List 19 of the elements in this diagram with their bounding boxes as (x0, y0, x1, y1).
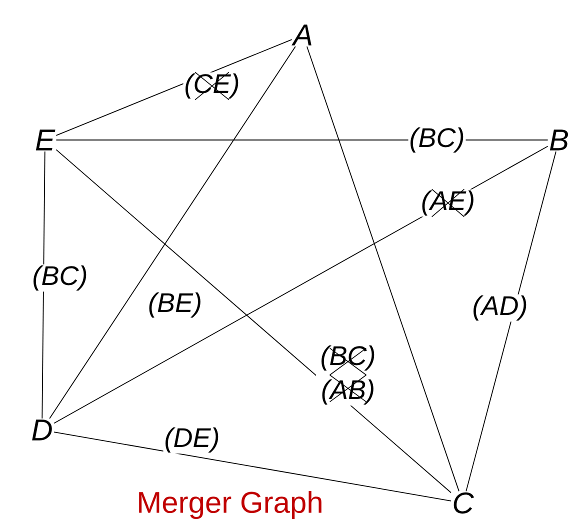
graph-edge (306, 46, 460, 492)
edge-label: (DE) (163, 426, 221, 454)
vertex-label: A (292, 24, 312, 46)
graph-edge (466, 151, 556, 492)
graph-edge (42, 151, 46, 419)
edge-label: (AD) (471, 294, 529, 322)
caption: Merger Graph (139, 491, 322, 519)
graph-edge (49, 46, 296, 419)
vertex-label: B (550, 130, 568, 150)
graph-edge (56, 149, 452, 494)
edge-label: (BC) (408, 126, 466, 154)
edge-label: (BC) (31, 264, 89, 292)
vertex-label: D (32, 420, 52, 440)
vertex-label: E (36, 130, 56, 150)
graph-edge (54, 432, 452, 502)
edge-label: (BE) (147, 291, 203, 319)
graph-edge (56, 39, 292, 136)
vertex-label: C (454, 492, 474, 514)
graph-edge (54, 146, 548, 424)
